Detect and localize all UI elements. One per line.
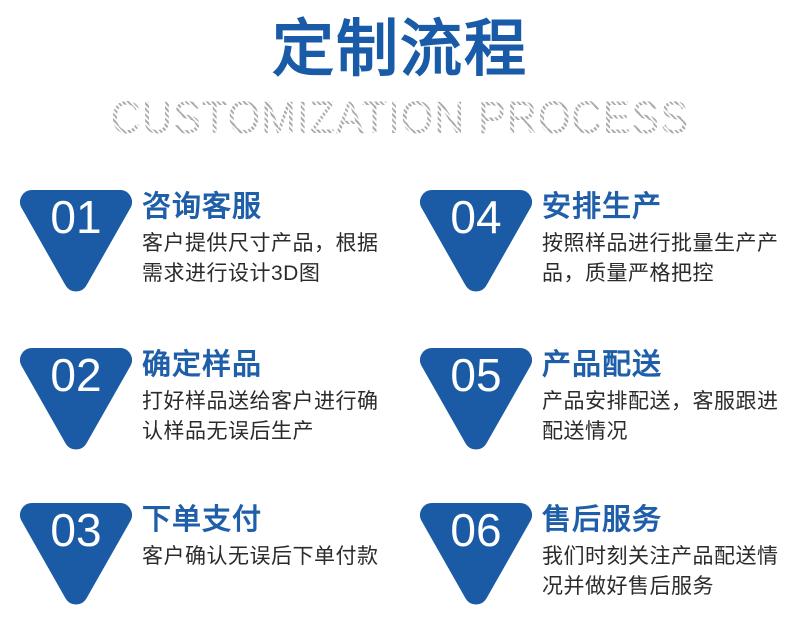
step-number: 05 <box>450 349 502 401</box>
step-title: 产品配送 <box>542 349 663 381</box>
step-title: 安排生产 <box>542 191 663 223</box>
step-text-block: 咨询客服 客户提供尺寸产品，根据需求进行设计3D图 <box>132 186 397 289</box>
process-steps-grid: 01 咨询客服 客户提供尺寸产品，根据需求进行设计3D图 04 安排生产 按照样… <box>0 186 800 633</box>
step-number: 04 <box>450 191 502 243</box>
step-number: 02 <box>50 349 102 401</box>
page-title: 定制流程 <box>271 15 528 84</box>
step-badge-02: 02 <box>20 348 132 451</box>
inverted-triangle-icon <box>420 348 532 450</box>
step-badge-06: 06 <box>420 503 532 606</box>
step-title: 下单支付 <box>142 504 263 536</box>
step-text-block: 确定样品 打好样品送给客户进行确认样品无误后生产 <box>132 344 397 447</box>
step-badge-05: 05 <box>420 348 532 451</box>
step-title: 确定样品 <box>142 349 263 381</box>
page-subtitle: CUSTOMIZATION PROCESS <box>110 92 690 144</box>
step-description: 客户确认无误后下单付款 <box>142 545 379 568</box>
inverted-triangle-icon <box>20 503 132 605</box>
step-badge-01: 01 <box>20 190 132 293</box>
header: 定制流程 CUSTOMIZATION PROCESS <box>0 0 800 141</box>
step-title: 售后服务 <box>542 504 663 536</box>
process-step-01: 01 咨询客服 客户提供尺寸产品，根据需求进行设计3D图 <box>0 186 400 344</box>
process-step-02: 02 确定样品 打好样品送给客户进行确认样品无误后生产 <box>0 344 400 499</box>
subtitle-wrapper: CUSTOMIZATION PROCESS <box>0 92 800 144</box>
step-description: 按照样品进行批量生产产品，质量严格把控 <box>542 232 779 285</box>
step-number: 06 <box>450 504 502 556</box>
process-step-06: 06 售后服务 我们时刻关注产品配送情况并做好售后服务 <box>400 499 800 633</box>
process-step-03: 03 下单支付 客户确认无误后下单付款 <box>0 499 400 633</box>
step-description: 产品安排配送，客服跟进配送情况 <box>542 390 779 443</box>
step-text-block: 安排生产 按照样品进行批量生产产品，质量严格把控 <box>532 186 797 289</box>
inverted-triangle-icon <box>420 503 532 605</box>
step-text-block: 售后服务 我们时刻关注产品配送情况并做好售后服务 <box>532 499 797 602</box>
step-description: 我们时刻关注产品配送情况并做好售后服务 <box>542 545 779 598</box>
step-badge-03: 03 <box>20 503 132 606</box>
step-description: 打好样品送给客户进行确认样品无误后生产 <box>142 390 379 443</box>
step-number: 01 <box>50 191 102 243</box>
process-step-04: 04 安排生产 按照样品进行批量生产产品，质量严格把控 <box>400 186 800 344</box>
inverted-triangle-icon <box>420 190 532 292</box>
step-number: 03 <box>50 504 102 556</box>
step-text-block: 下单支付 客户确认无误后下单付款 <box>132 499 397 572</box>
step-description: 客户提供尺寸产品，根据需求进行设计3D图 <box>142 232 379 285</box>
process-step-05: 05 产品配送 产品安排配送，客服跟进配送情况 <box>400 344 800 499</box>
inverted-triangle-icon <box>20 348 132 450</box>
step-title: 咨询客服 <box>142 191 263 223</box>
step-text-block: 产品配送 产品安排配送，客服跟进配送情况 <box>532 344 797 447</box>
inverted-triangle-icon <box>20 190 132 292</box>
step-badge-04: 04 <box>420 190 532 293</box>
